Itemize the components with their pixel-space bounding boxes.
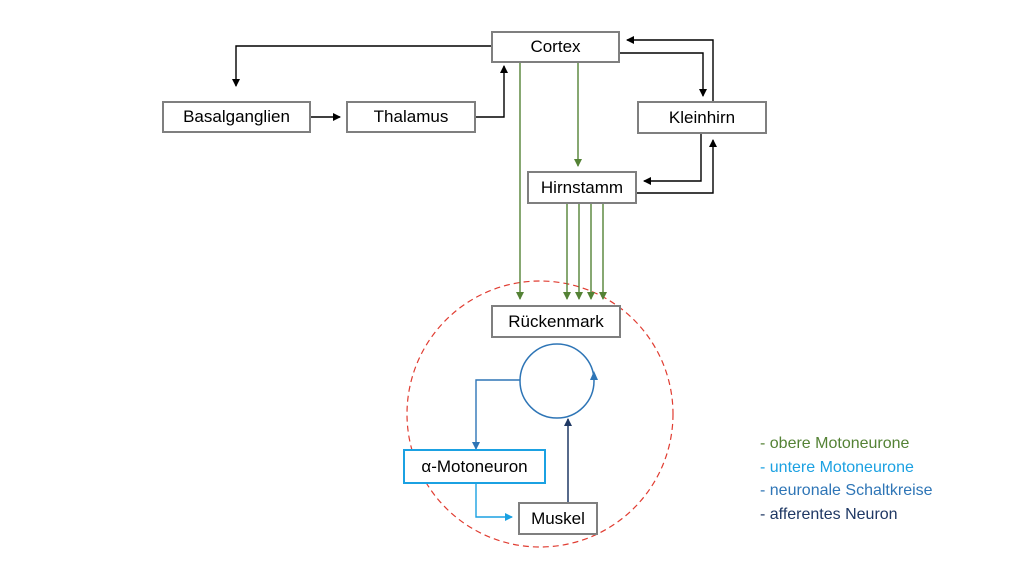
cortex-label: Cortex	[530, 37, 581, 56]
cortex-box: Cortex	[491, 31, 620, 63]
arrow-thalamus-to-cortex	[476, 65, 508, 118]
muskel-box: Muskel	[518, 502, 598, 535]
hirnstamm-box: Hirnstamm	[527, 171, 637, 204]
legend-upper-motoneurons: - obere Motoneurone	[760, 435, 910, 452]
arrow-hirnstamm-to-kleinhirn	[637, 139, 717, 194]
arrow-kleinhirn-to-hirnstamm	[643, 134, 702, 185]
legend-neuronal-circuits: - neuronale Schaltkreise	[760, 482, 933, 499]
arrow-cortex-to-basalganglien	[232, 45, 491, 87]
legend-lower-motoneurons: - untere Motoneurone	[760, 458, 914, 476]
alpha-motoneuron-label: α-Motoneuron	[421, 456, 528, 476]
arrow-kleinhirn-to-cortex	[626, 36, 714, 101]
lower-motoneuron-to-muskel	[475, 484, 513, 521]
neuronal-circuit-circle	[519, 343, 595, 419]
muskel-label: Muskel	[531, 508, 585, 528]
neuronal-circuit-arrowhead	[590, 371, 598, 380]
alpha-motoneuron-box: α-Motoneuron	[403, 449, 546, 484]
kleinhirn-label: Kleinhirn	[668, 107, 736, 127]
basalganglien-label: Basalganglien	[183, 107, 290, 126]
circuit-to-alpha-motoneuron	[472, 379, 520, 450]
basalganglien-box: Basalganglien	[162, 101, 311, 133]
legend: - obere Motoneurone - untere Motoneurone…	[760, 432, 933, 526]
rueckenmark-box: Rückenmark	[491, 305, 621, 338]
thalamus-box: Thalamus	[346, 101, 476, 133]
legend-afferent-neuron: - afferentes Neuron	[760, 505, 898, 523]
rueckenmark-label: Rückenmark	[508, 311, 604, 331]
thalamus-label: Thalamus	[373, 107, 449, 126]
arrow-cortex-to-kleinhirn	[620, 52, 707, 97]
kleinhirn-box: Kleinhirn	[637, 101, 767, 134]
spinal-cord-region-circle	[406, 280, 674, 548]
hirnstamm-label: Hirnstamm	[540, 177, 624, 197]
